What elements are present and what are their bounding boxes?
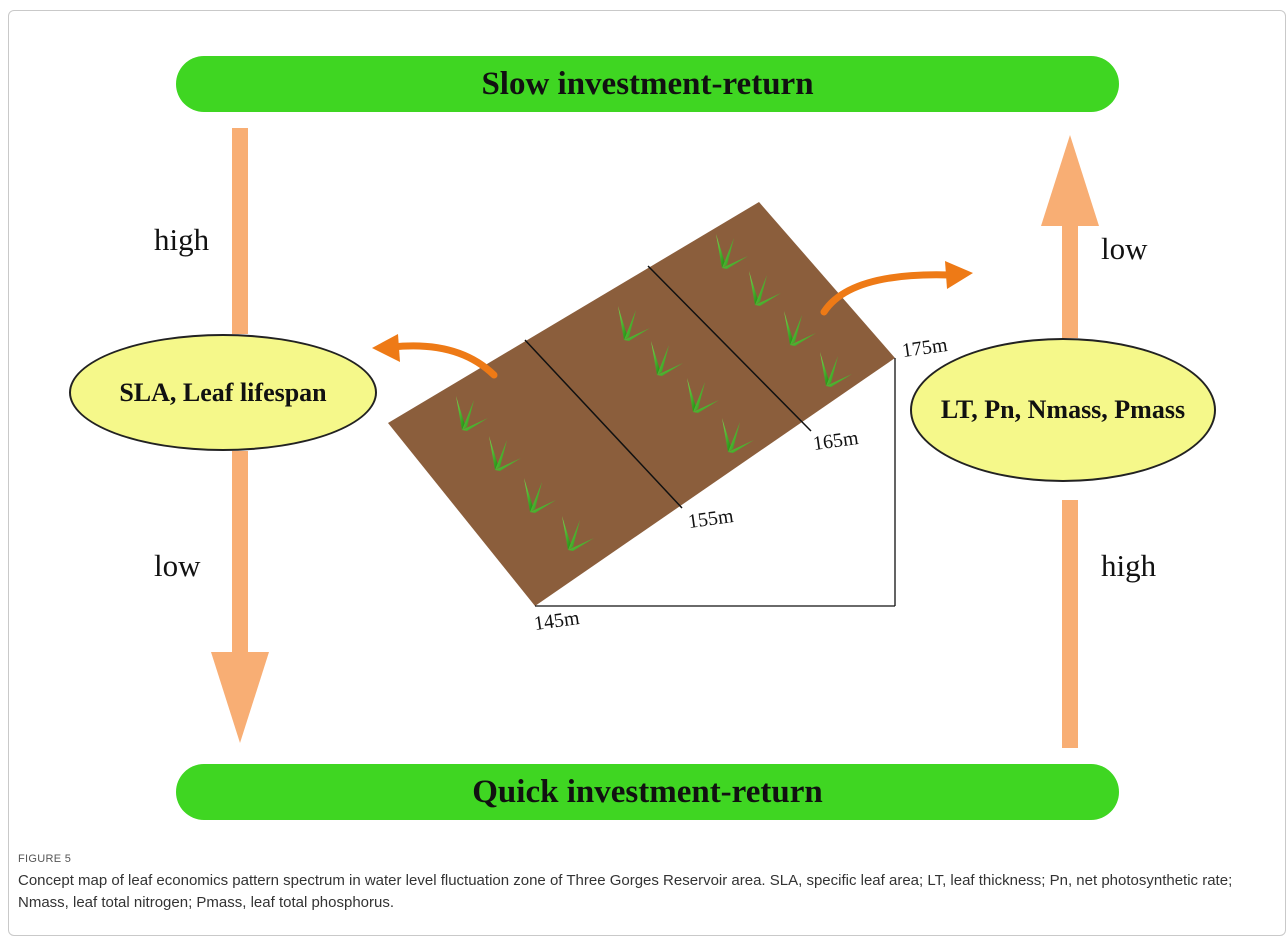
right-upper-label: low [1101, 231, 1148, 266]
left-lower-label: low [154, 548, 201, 583]
right-curved-arrow [820, 261, 973, 316]
figure-frame [8, 10, 1286, 936]
figure-number: FIGURE 5 [18, 853, 72, 865]
right-lower-label: high [1101, 548, 1157, 583]
contour-line-155m [524, 339, 683, 509]
quick-investment-return-banner: Quick investment-return [176, 764, 1119, 820]
lt-pn-nmass-pmass-ellipse: LT, Pn, Nmass, Pmass [910, 338, 1216, 482]
figure-caption: Concept map of leaf economics pattern sp… [18, 872, 1233, 911]
right-upward-arrow [1041, 135, 1099, 748]
left-downward-arrow [211, 128, 269, 743]
slow-investment-return-banner: Slow investment-return [176, 56, 1119, 112]
contour-line-165m [647, 265, 812, 432]
left-upper-label: high [154, 222, 210, 257]
left-curved-arrow [372, 334, 498, 379]
sla-leaf-lifespan-ellipse: SLA, Leaf lifespan [69, 334, 377, 451]
slope-soil [388, 202, 896, 607]
